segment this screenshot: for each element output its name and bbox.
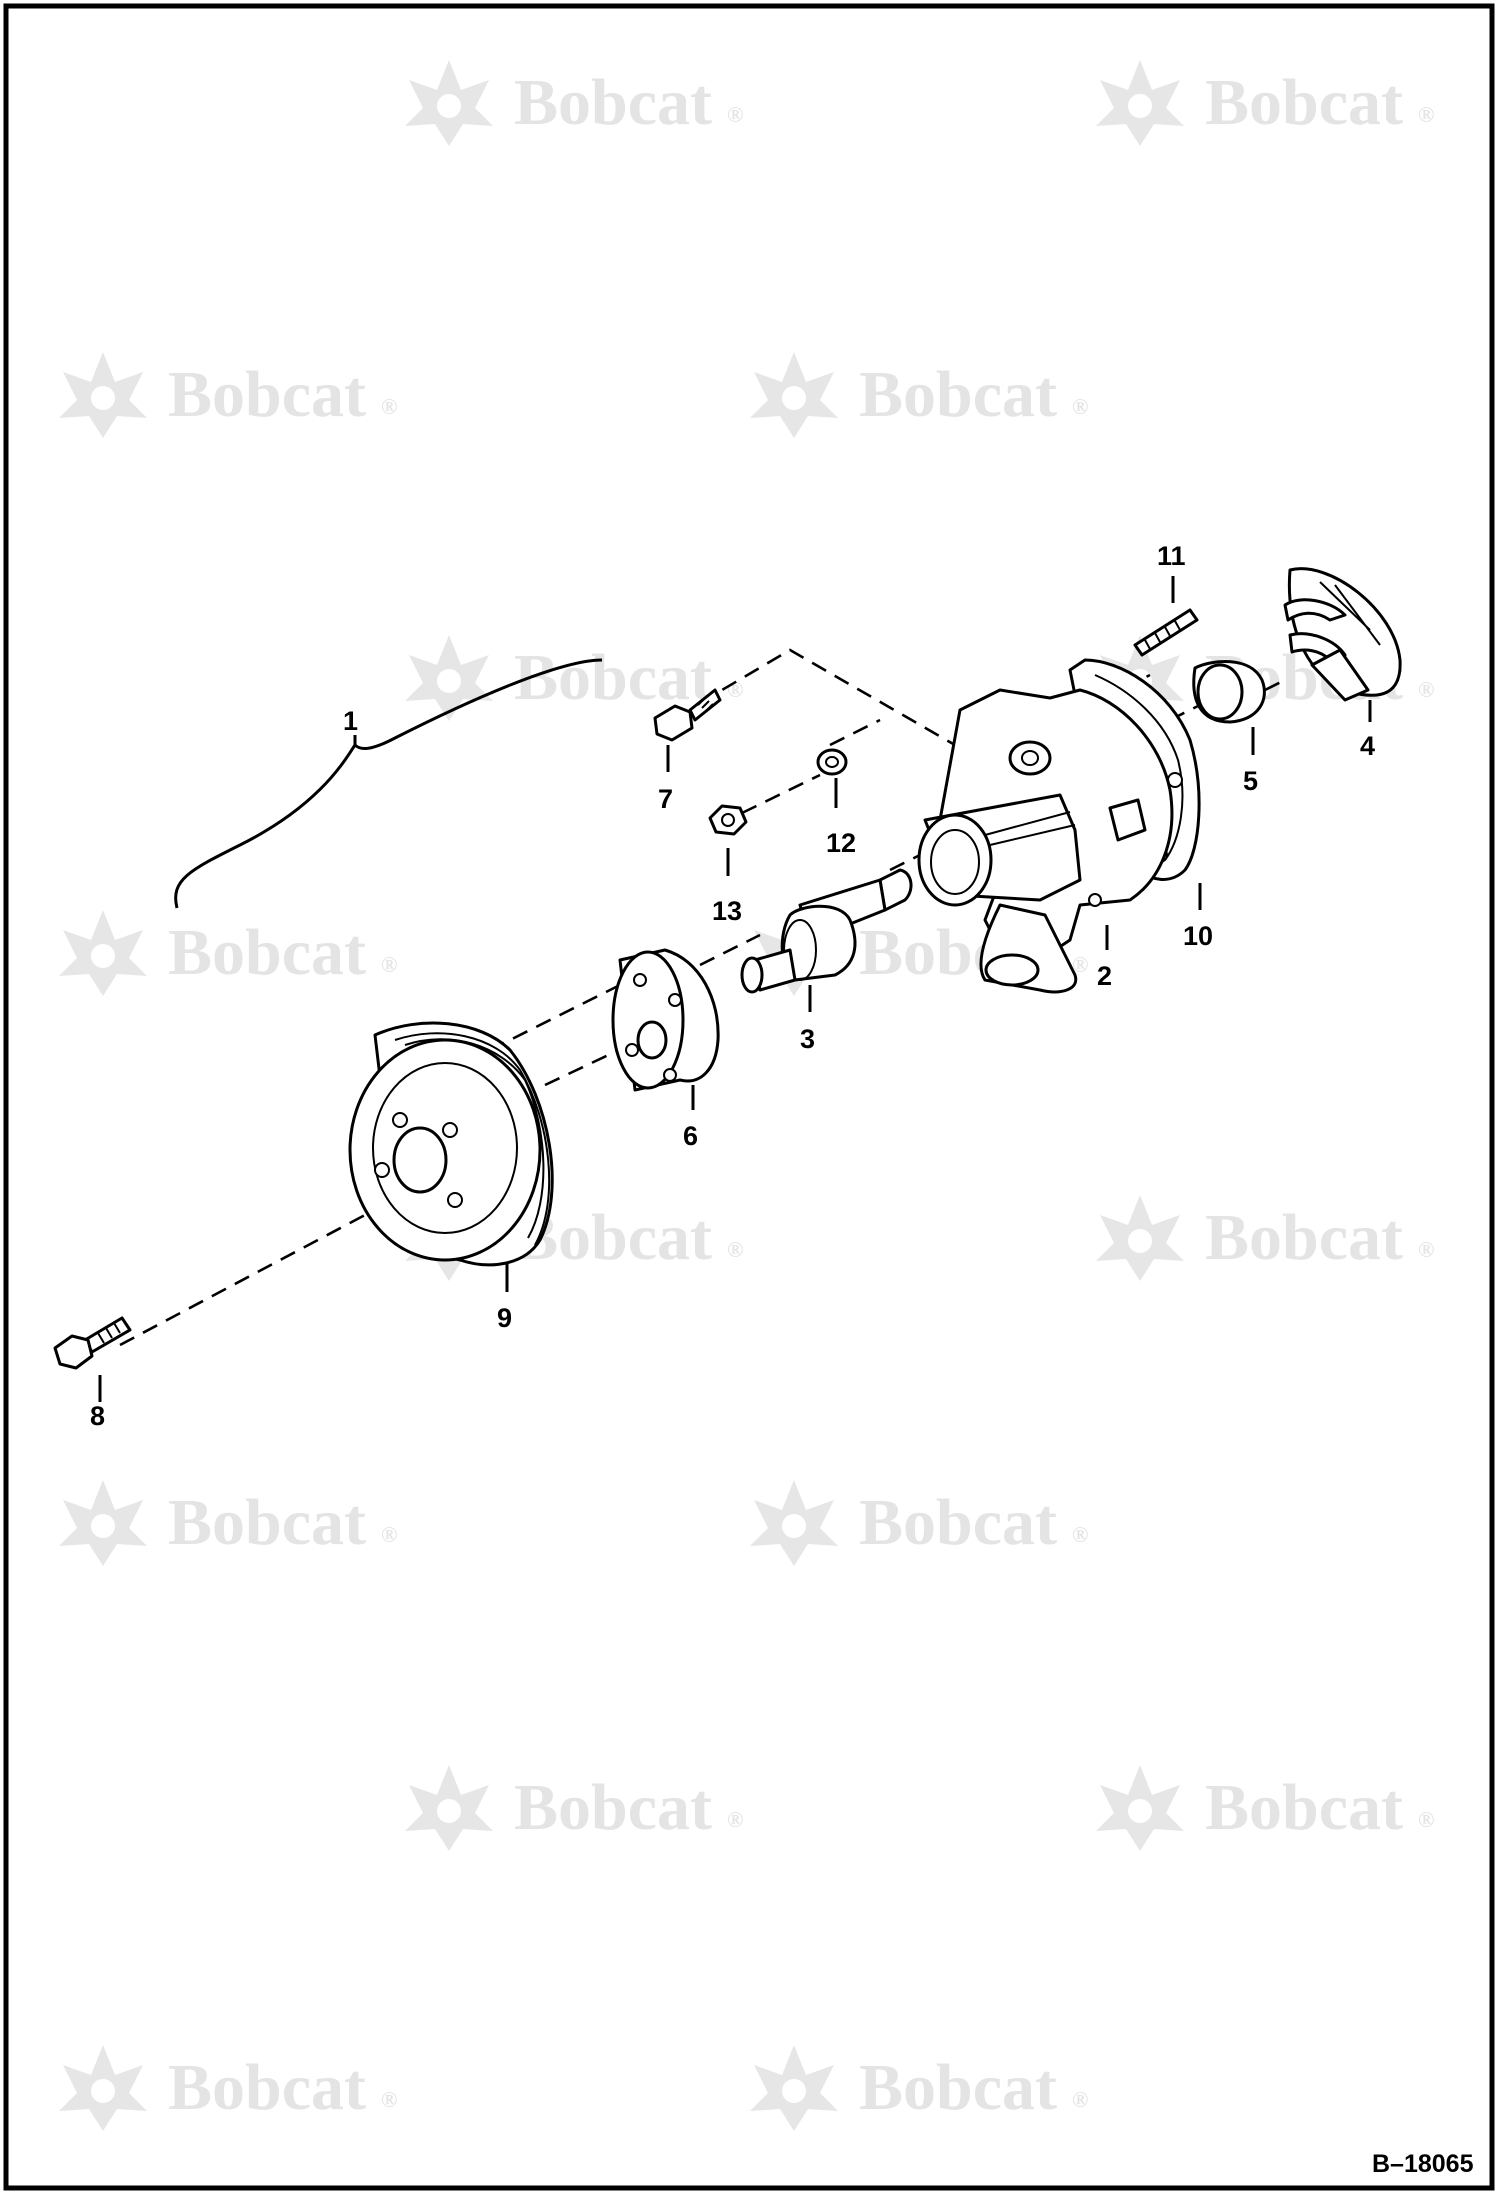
watermark: Bobcat ® bbox=[1096, 1765, 1434, 1851]
callout-7: 7 bbox=[658, 784, 673, 814]
svg-text:®: ® bbox=[381, 1522, 397, 1547]
part-2-pump-body bbox=[917, 688, 1174, 994]
callout-13: 13 bbox=[712, 896, 742, 926]
part-9-pulley bbox=[348, 1021, 554, 1267]
svg-text:®: ® bbox=[1072, 1522, 1088, 1547]
svg-text:Bobcat: Bobcat bbox=[168, 358, 366, 431]
svg-text:Bobcat: Bobcat bbox=[168, 916, 366, 989]
svg-text:Bobcat: Bobcat bbox=[514, 66, 712, 139]
watermark: Bobcat ® bbox=[59, 1480, 397, 1566]
svg-text:®: ® bbox=[381, 2087, 397, 2112]
svg-text:®: ® bbox=[727, 1237, 743, 1262]
svg-text:Bobcat: Bobcat bbox=[168, 1486, 366, 1559]
watermark: Bobcat ® bbox=[1096, 60, 1434, 146]
callout-1: 1 bbox=[343, 706, 358, 736]
callout-12: 12 bbox=[826, 828, 856, 858]
callout-8: 8 bbox=[90, 1401, 105, 1431]
callout-9: 9 bbox=[497, 1303, 512, 1333]
svg-text:Bobcat: Bobcat bbox=[859, 358, 1057, 431]
watermark: Bobcat ® bbox=[405, 60, 743, 146]
watermark: Bobcat ® bbox=[59, 352, 397, 438]
svg-text:Bobcat: Bobcat bbox=[1205, 1201, 1403, 1274]
svg-text:Bobcat: Bobcat bbox=[514, 1771, 712, 1844]
svg-text:®: ® bbox=[1072, 394, 1088, 419]
callout-2: 2 bbox=[1097, 961, 1112, 991]
svg-text:Bobcat: Bobcat bbox=[1205, 1771, 1403, 1844]
callout-labels: 1 2 3 4 5 6 7 8 9 10 11 12 13 bbox=[90, 541, 1375, 1431]
figure-id: B–18065 bbox=[1372, 2150, 1474, 2178]
svg-text:®: ® bbox=[1418, 102, 1434, 127]
svg-text:®: ® bbox=[381, 952, 397, 977]
callout-11: 11 bbox=[1157, 541, 1186, 571]
watermark: Bobcat ® bbox=[405, 635, 743, 721]
watermark: Bobcat ® bbox=[1096, 1195, 1434, 1281]
watermark: Bobcat ® bbox=[750, 1480, 1088, 1566]
watermark-layer: Bobcat ® Bobcat ® Bobcat ® Bobcat ® Bobc… bbox=[59, 60, 1434, 2131]
svg-text:®: ® bbox=[1072, 952, 1088, 977]
callout-3: 3 bbox=[800, 1024, 815, 1054]
part-6-flange bbox=[611, 948, 720, 1092]
svg-text:®: ® bbox=[727, 102, 743, 127]
svg-text:®: ® bbox=[1418, 1807, 1434, 1832]
watermark: Bobcat ® bbox=[59, 2045, 397, 2131]
part-8-bolt bbox=[53, 1316, 132, 1370]
callout-10: 10 bbox=[1183, 921, 1213, 951]
svg-text:Bobcat: Bobcat bbox=[859, 2051, 1057, 2124]
svg-text:Bobcat: Bobcat bbox=[1205, 66, 1403, 139]
watermark: Bobcat ® bbox=[59, 910, 397, 996]
svg-text:®: ® bbox=[1072, 2087, 1088, 2112]
callout-6: 6 bbox=[683, 1121, 698, 1151]
part-7-bolt bbox=[653, 688, 722, 742]
leader-lines bbox=[98, 576, 1372, 1402]
watermark: Bobcat ® bbox=[405, 1765, 743, 1851]
svg-text:®: ® bbox=[727, 677, 743, 702]
svg-text:®: ® bbox=[1418, 1237, 1434, 1262]
svg-text:®: ® bbox=[1418, 677, 1434, 702]
assembly-brace bbox=[174, 658, 603, 909]
svg-text:®: ® bbox=[727, 1807, 743, 1832]
part-3-shaft bbox=[740, 868, 913, 994]
page-border bbox=[3, 3, 1495, 2191]
svg-text:Bobcat: Bobcat bbox=[168, 2051, 366, 2124]
part-5-seal bbox=[1192, 660, 1266, 724]
svg-text:®: ® bbox=[381, 394, 397, 419]
watermark: Bobcat ® bbox=[750, 2045, 1088, 2131]
part-13-nut bbox=[708, 804, 748, 836]
callout-5: 5 bbox=[1243, 766, 1258, 796]
watermark: Bobcat ® bbox=[405, 1195, 743, 1281]
watermark: Bobcat ® bbox=[750, 352, 1088, 438]
svg-text:Bobcat: Bobcat bbox=[514, 641, 712, 714]
callout-4: 4 bbox=[1360, 731, 1375, 761]
part-12-washer bbox=[816, 748, 848, 776]
svg-text:Bobcat: Bobcat bbox=[859, 1486, 1057, 1559]
part-11-stud bbox=[1133, 608, 1199, 657]
part-4-impeller bbox=[1283, 567, 1402, 702]
